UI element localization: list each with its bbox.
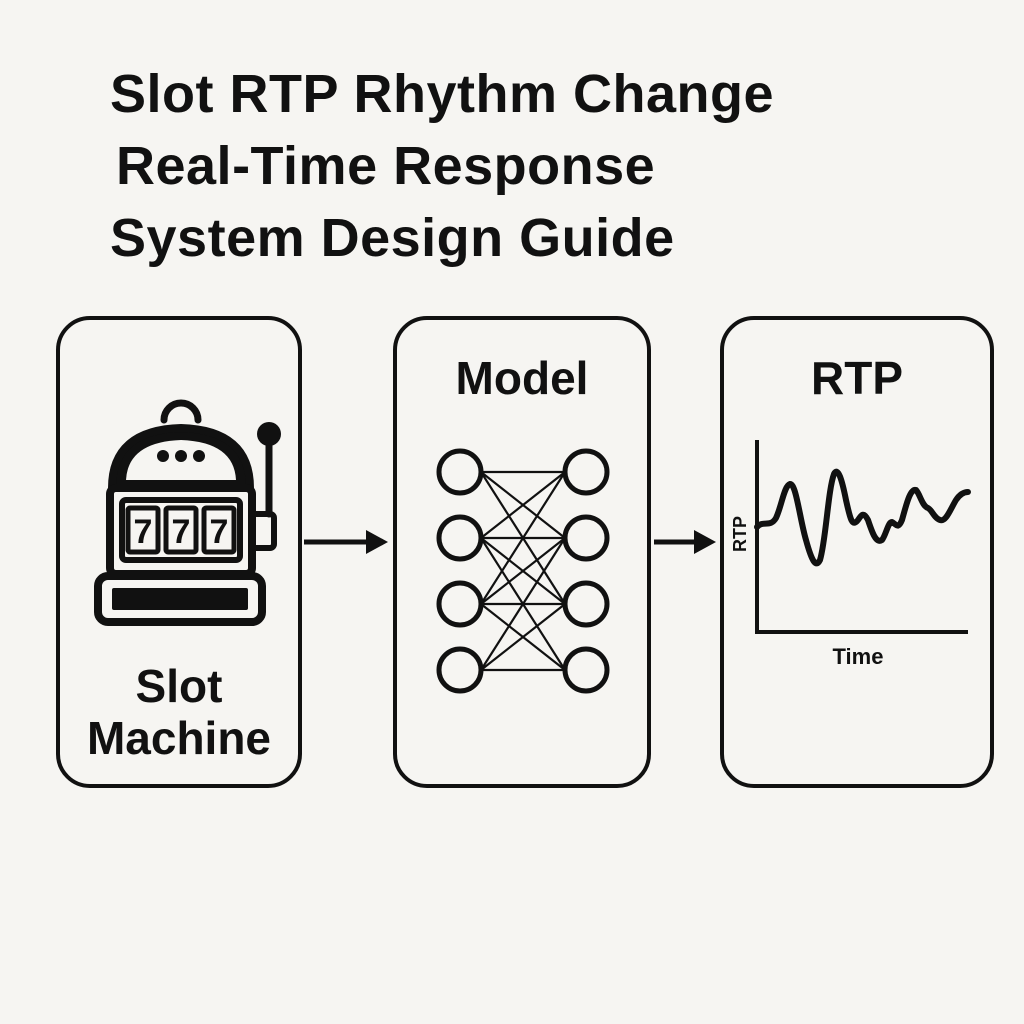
arrow-right-icon (304, 530, 388, 554)
rtp-box: RTP (720, 316, 994, 788)
title-line-2: Real-Time Response (116, 136, 656, 196)
title-line-1: Slot RTP Rhythm Change (110, 64, 775, 124)
slot-machine-label-line-2: Machine (86, 712, 272, 764)
slot-machine-box: Slot Machine (56, 316, 302, 788)
slot-machine-label: Slot Machine (60, 660, 298, 764)
arrow-right-icon (654, 530, 716, 554)
diagram-title: Slot RTP Rhythm Change Real-Time Respons… (110, 58, 970, 274)
rtp-box-title: RTP (811, 352, 903, 404)
slot-machine-label-line-1: Slot (135, 660, 223, 712)
model-label: Model (455, 352, 589, 404)
model-box: Model (393, 316, 651, 788)
title-line-3: System Design Guide (110, 208, 675, 268)
